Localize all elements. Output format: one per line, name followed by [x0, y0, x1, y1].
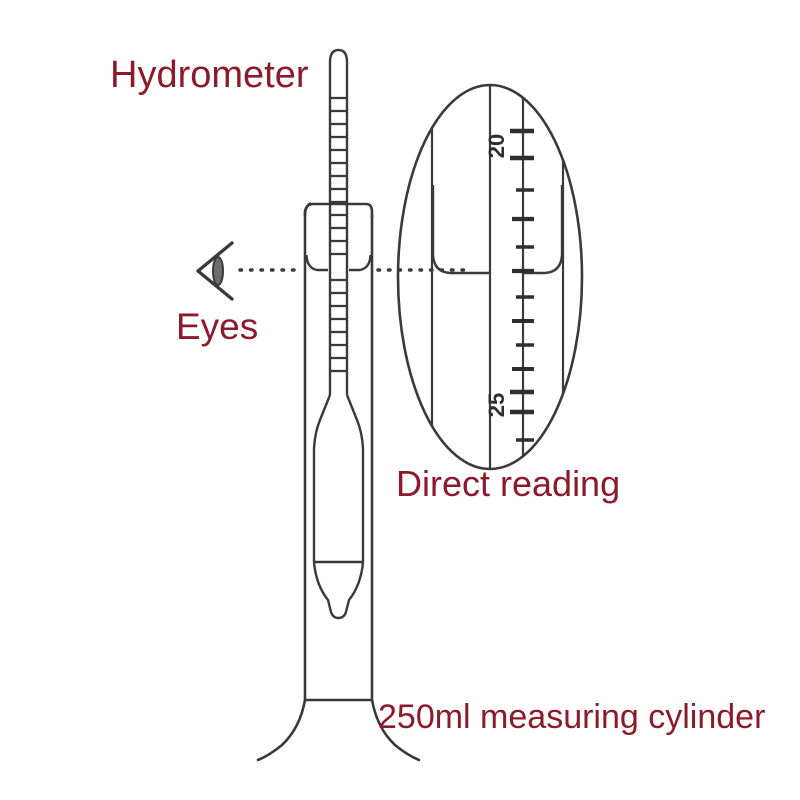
label-measuring-cylinder: 250ml measuring cylinder [378, 698, 766, 736]
magnifier-view: 20 25 [396, 83, 584, 471]
magnified-meniscus-left [431, 185, 489, 275]
magnified-scale-ticks [510, 128, 534, 442]
cylinder-pour-spout [303, 201, 312, 217]
eye-arrow-shape [196, 241, 234, 301]
hydrometer-bulb-right [345, 394, 365, 562]
eye-icon [196, 241, 234, 301]
meniscus-right [349, 254, 372, 272]
label-direct-reading: Direct reading [396, 463, 621, 504]
meniscus-left [305, 254, 328, 272]
magnified-scale-number-20: 20 [484, 134, 509, 158]
magnified-scale-number-25: 25 [484, 393, 509, 417]
measuring-cylinder [256, 201, 421, 762]
magnifier-lens-outline [396, 83, 584, 471]
label-eyes: Eyes [176, 306, 259, 347]
label-hydrometer: Hydrometer [110, 54, 309, 96]
eye-pupil [212, 256, 224, 286]
cylinder-foot-left [256, 698, 307, 762]
cylinder-foot-right [370, 698, 421, 762]
hydrometer-instrument [312, 48, 365, 620]
hydrometer-bulb-left [312, 394, 332, 562]
hydrometer-stem-right [328, 48, 349, 395]
liquid-meniscus [305, 254, 372, 272]
magnified-meniscus-right [524, 185, 564, 275]
hydrometer-ballast-tip [312, 561, 365, 620]
hydrometer-stem-ticks [331, 96, 346, 373]
